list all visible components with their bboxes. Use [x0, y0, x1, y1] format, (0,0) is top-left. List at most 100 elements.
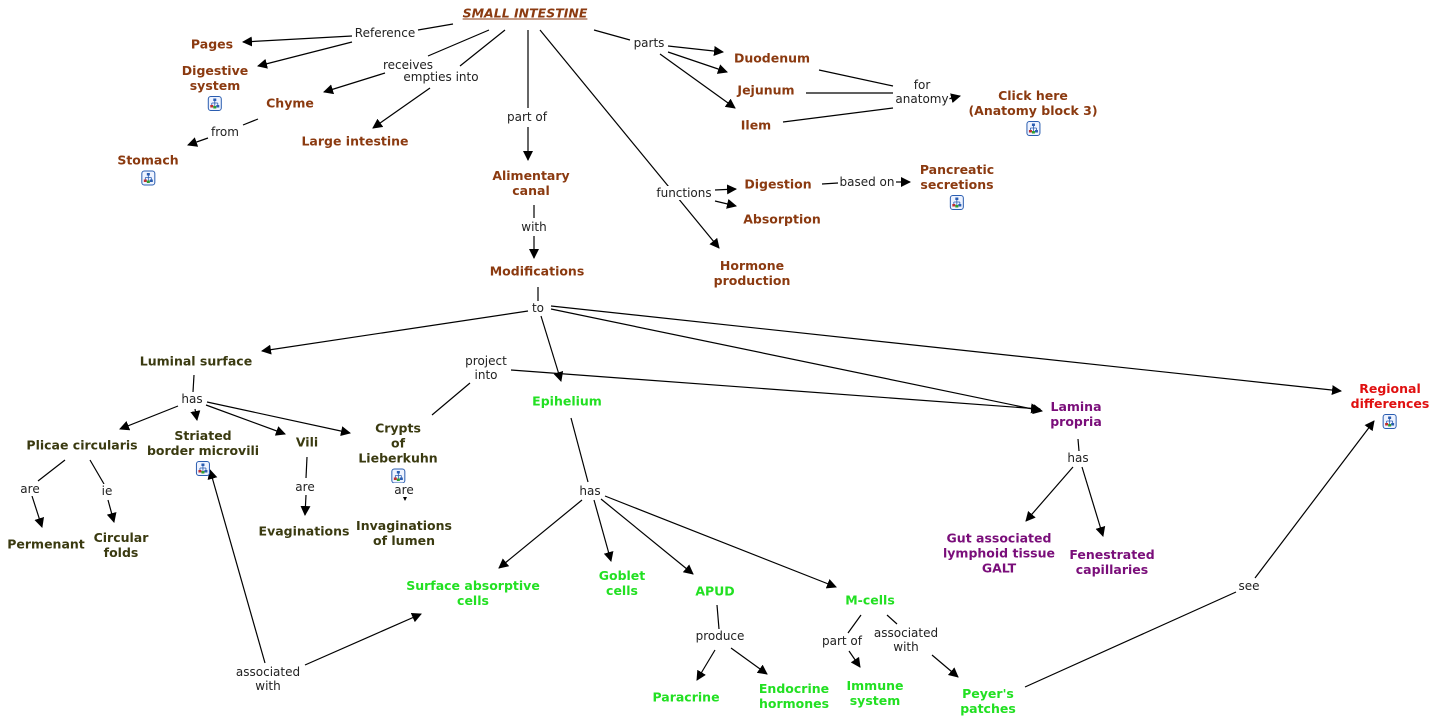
node-small-intestine[interactable]: SMALL INTESTINE [462, 5, 588, 21]
node-apud[interactable]: APUD [695, 583, 735, 599]
node-vili[interactable]: Vili [295, 434, 319, 450]
edge [570, 417, 589, 483]
link-label-has: has [180, 392, 204, 406]
edge [459, 29, 506, 67]
edge [1024, 591, 1237, 688]
node-luminal-surface[interactable]: Luminal surface [139, 353, 253, 369]
node-label: Click here (Anatomy block 3) [968, 88, 1098, 118]
link-label-from: from [210, 125, 240, 139]
edge [242, 35, 353, 47]
edge [659, 53, 736, 109]
node-digestion[interactable]: Digestion [744, 176, 812, 192]
node-hormone-production[interactable]: Hormone production [713, 258, 791, 288]
edge [539, 29, 720, 249]
link-label-reference: Reference [353, 26, 417, 40]
node-ilem[interactable]: Ilem [740, 117, 772, 133]
edge [261, 310, 529, 355]
edge [593, 499, 614, 562]
edge [540, 315, 564, 382]
node-surface-absorptive[interactable]: Surface absorptive cells [406, 578, 540, 608]
node-large-intestine[interactable]: Large intestine [301, 133, 409, 149]
edge [498, 499, 583, 569]
edge [821, 182, 839, 185]
link-label-are: are [19, 482, 41, 496]
edge [89, 459, 105, 485]
node-circular-folds[interactable]: Circular folds [93, 530, 149, 560]
edge [696, 649, 716, 681]
node-lamina-propria[interactable]: Lamina propria [1050, 399, 1102, 429]
edge [257, 41, 353, 69]
node-chyme[interactable]: Chyme [266, 95, 314, 111]
link-label-parts: parts [632, 36, 666, 50]
edge [427, 29, 490, 57]
node-goblet-cells[interactable]: Goblet cells [598, 568, 646, 598]
edge [187, 137, 209, 147]
node-regional-differences[interactable]: Regional differences [1351, 381, 1429, 429]
edge [1025, 466, 1074, 522]
concept-map-resource-icon[interactable] [949, 195, 964, 210]
edge [190, 408, 201, 421]
edge [207, 469, 266, 664]
concept-map-resource-icon[interactable] [207, 96, 222, 111]
link-label-associated-with: associated with [872, 626, 940, 654]
edge [667, 45, 724, 56]
concept-map-resource-icon[interactable] [141, 170, 155, 186]
node-pages[interactable]: Pages [190, 36, 234, 52]
node-digestive-system[interactable]: Digestive system [182, 63, 248, 111]
node-duodenum[interactable]: Duodenum [733, 50, 811, 66]
node-stomach[interactable]: Stomach [117, 152, 179, 186]
concept-map-resource-icon[interactable] [1026, 121, 1040, 136]
node-peyers-patches[interactable]: Peyer's patches [960, 686, 1016, 716]
node-label: Digestive system [181, 63, 249, 93]
node-label: Striated border microvili [146, 428, 260, 458]
node-striated-border[interactable]: Striated border microvili [147, 428, 259, 476]
node-alimentary-canal[interactable]: Alimentary canal [492, 168, 570, 198]
edge [714, 199, 737, 209]
node-absorption[interactable]: Absorption [743, 211, 821, 227]
node-epihelium[interactable]: Epihelium [532, 393, 602, 409]
edge [716, 604, 720, 630]
edge [510, 369, 1041, 414]
edge [550, 305, 1342, 396]
edge [782, 107, 894, 123]
edge [593, 29, 631, 41]
concept-map-resource-icon[interactable] [1383, 414, 1397, 429]
node-plicae-circularis[interactable]: Plicae circularis [26, 437, 138, 453]
node-m-cells[interactable]: M-cells [845, 592, 895, 608]
node-permenant[interactable]: Permenant [7, 536, 85, 552]
edge [730, 647, 768, 675]
concept-map-resource-icon[interactable] [196, 461, 210, 476]
edge [600, 498, 694, 575]
edge [323, 72, 386, 95]
node-jejunum[interactable]: Jejunum [737, 82, 795, 98]
edge [931, 654, 959, 678]
edge [372, 87, 431, 129]
node-modifications[interactable]: Modifications [489, 263, 585, 279]
link-label-based-on: based on [838, 175, 896, 189]
edge [818, 69, 894, 87]
concept-map-resource-icon[interactable] [390, 468, 405, 484]
link-label-for-anatomy: for anatomy [894, 78, 950, 106]
node-fenestrated[interactable]: Fenestrated capillaries [1069, 547, 1155, 577]
node-endocrine-hormones[interactable]: Endocrine hormones [758, 681, 830, 711]
node-label: Stomach [117, 152, 179, 168]
link-label-part-of: part of [821, 634, 863, 648]
node-invaginations[interactable]: Invaginations of lumen [356, 518, 452, 548]
node-immune-system[interactable]: Immune system [846, 678, 904, 708]
edge [37, 459, 66, 482]
edge [192, 374, 195, 393]
node-evaginations[interactable]: Evaginations [258, 523, 350, 539]
link-label-with: with [520, 220, 548, 234]
edge [31, 495, 44, 528]
node-crypts[interactable]: Crypts of Lieberkuhn [358, 421, 438, 484]
node-click-here[interactable]: Click here (Anatomy block 3) [968, 88, 1098, 136]
node-galt[interactable]: Gut associated lymphoid tissue GALT [943, 530, 1055, 576]
edge [1081, 466, 1106, 537]
node-pancreatic-secretions[interactable]: Pancreatic secretions [920, 162, 994, 210]
link-label-produce: produce [694, 629, 746, 643]
link-label-functions: functions [655, 186, 713, 200]
node-paracrine[interactable]: Paracrine [652, 689, 720, 705]
edge [714, 184, 737, 195]
link-label-has: has [578, 484, 602, 498]
